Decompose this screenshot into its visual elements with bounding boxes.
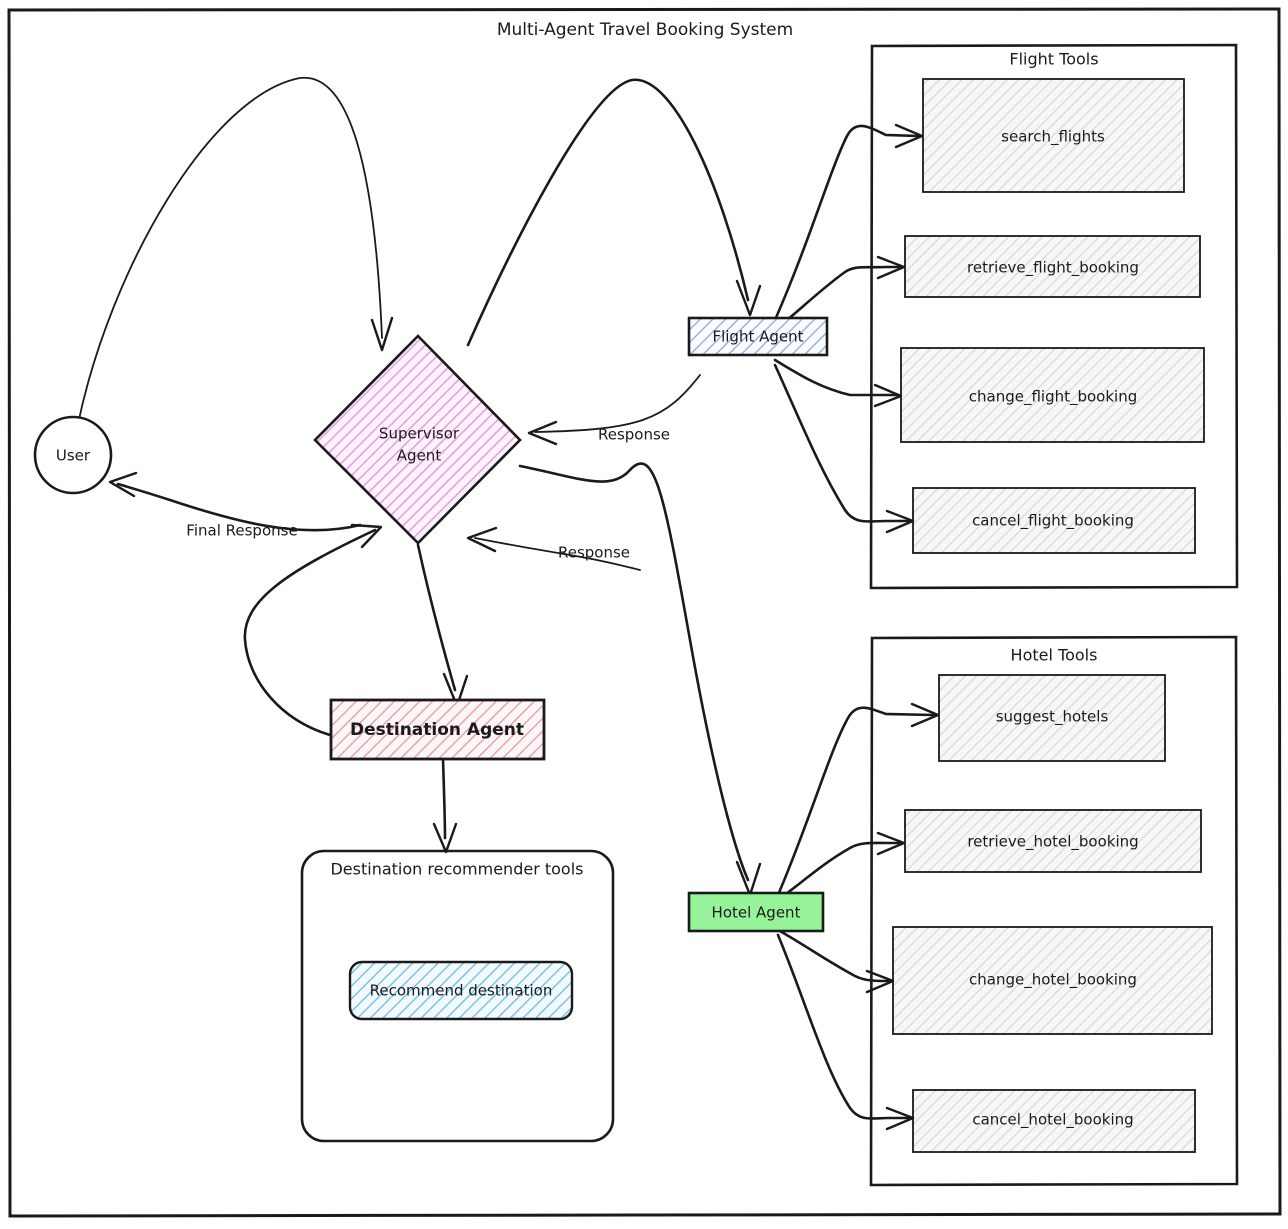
node-label: User <box>56 447 91 465</box>
tool-suggest-hotels[interactable]: suggest_hotels <box>938 674 1166 762</box>
node-destination-agent[interactable]: Destination Agent <box>329 698 546 761</box>
node-label: Recommend destination <box>370 982 553 1000</box>
outer-frame <box>7 7 1282 1218</box>
edge-destination-agent-to-tools <box>432 757 458 854</box>
tool-change-flight-booking[interactable]: change_flight_booking <box>900 347 1205 443</box>
tool-label: retrieve_flight_booking <box>967 259 1139 278</box>
tool-change-hotel-booking[interactable]: change_hotel_booking <box>892 926 1213 1035</box>
tool-label: search_flights <box>1001 128 1105 147</box>
flight-tools-group: Flight Tools search_flights retrieve_fli… <box>869 43 1239 590</box>
destination-tools-border <box>300 849 615 1143</box>
tool-cancel-flight-booking[interactable]: cancel_flight_booking <box>912 487 1196 554</box>
edge-hotel-agent-to-supervisor <box>466 526 641 571</box>
hotel-tools-title: Hotel Tools <box>1011 646 1098 665</box>
diagram-title: Multi-Agent Travel Booking System <box>497 20 793 40</box>
tool-label: cancel_flight_booking <box>972 512 1134 531</box>
edges-flight-agent-to-tools <box>773 123 924 534</box>
node-label-line2: Agent <box>397 447 442 465</box>
tool-search-flights[interactable]: search_flights <box>922 78 1185 193</box>
tool-label: change_flight_booking <box>969 388 1138 407</box>
edge-flight-agent-to-supervisor <box>527 374 701 446</box>
edge-supervisor-to-user <box>108 471 362 532</box>
tool-cancel-hotel-booking[interactable]: cancel_hotel_booking <box>912 1089 1196 1153</box>
destination-tools-group: Destination recommender tools Recommend … <box>300 849 615 1143</box>
destination-tools-title: Destination recommender tools <box>330 860 583 879</box>
node-user[interactable]: User <box>33 415 113 495</box>
node-label: Hotel Agent <box>712 904 801 922</box>
tool-label: retrieve_hotel_booking <box>967 833 1138 852</box>
tool-retrieve-flight-booking[interactable]: retrieve_flight_booking <box>904 235 1201 298</box>
node-supervisor-agent[interactable]: Supervisor Agent <box>313 334 522 545</box>
flight-tools-border <box>869 43 1239 590</box>
tool-label: cancel_hotel_booking <box>972 1111 1133 1130</box>
node-label: Destination Agent <box>350 720 524 740</box>
hotel-tools-group: Hotel Tools suggest_hotels retrieve_hote… <box>869 635 1239 1187</box>
edge-destination-agent-to-supervisor <box>243 523 383 737</box>
node-label-line1: Supervisor <box>379 425 460 443</box>
edge-supervisor-to-flight-agent <box>466 78 762 347</box>
edge-label-flight-response: Response <box>598 426 670 444</box>
edges-hotel-agent-to-tools <box>776 702 940 1131</box>
hotel-tools-border <box>869 635 1239 1187</box>
node-label: Flight Agent <box>712 328 803 346</box>
tool-label: change_hotel_booking <box>969 971 1137 990</box>
tool-label: suggest_hotels <box>996 708 1109 727</box>
node-flight-agent[interactable]: Flight Agent <box>687 316 829 357</box>
edge-user-to-supervisor <box>77 77 394 425</box>
edge-label-final-response: Final Response <box>186 522 297 540</box>
flight-tools-title: Flight Tools <box>1009 50 1098 69</box>
tool-retrieve-hotel-booking[interactable]: retrieve_hotel_booking <box>904 809 1202 873</box>
node-hotel-agent[interactable]: Hotel Agent <box>687 891 825 933</box>
edge-label-hotel-response: Response <box>558 544 630 562</box>
edge-supervisor-to-destination-agent <box>416 543 469 708</box>
node-recommend-destination[interactable]: Recommend destination <box>348 960 574 1021</box>
edge-supervisor-to-hotel-agent <box>518 462 762 897</box>
